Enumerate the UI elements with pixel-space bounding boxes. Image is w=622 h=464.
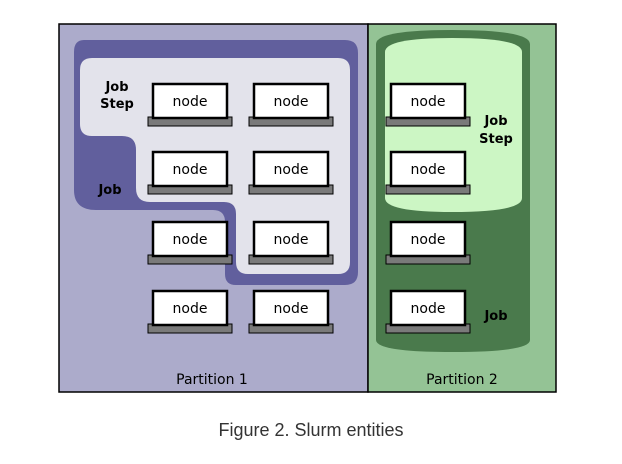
- node-4: node: [248, 150, 334, 195]
- node-screen: [252, 150, 330, 188]
- partition-1-job-step-label-line1: Job: [104, 80, 128, 95]
- node-label: node: [173, 301, 208, 317]
- partition-1-job-label: Job: [97, 183, 121, 198]
- node-screen: [389, 289, 467, 327]
- node-label: node: [411, 232, 446, 248]
- node-1: node: [147, 82, 233, 127]
- node-5: node: [147, 220, 233, 265]
- node-label: node: [411, 301, 446, 317]
- node-label: node: [173, 94, 208, 110]
- node-2: node: [248, 82, 334, 127]
- node-label: node: [274, 94, 309, 110]
- node-screen: [151, 150, 229, 188]
- node-screen: [389, 220, 467, 258]
- node-label: node: [411, 94, 446, 110]
- node-label: node: [411, 162, 446, 178]
- node-8: node: [248, 289, 334, 334]
- partition-1-job-step-label-line2: Step: [100, 97, 134, 112]
- partition-2-job-step-label-line2: Step: [479, 132, 513, 147]
- node-label: node: [274, 232, 309, 248]
- nodes: node node node node node node node node node node…: [147, 82, 471, 334]
- node-screen: [151, 289, 229, 327]
- node-7: node: [147, 289, 233, 334]
- partition-2-label: Partition 2: [426, 372, 498, 388]
- node-label: node: [274, 162, 309, 178]
- node-10: node: [385, 150, 471, 195]
- node-screen: [252, 289, 330, 327]
- node-screen: [252, 82, 330, 120]
- node-screen: [151, 82, 229, 120]
- partition-2-job-label: Job: [483, 309, 507, 324]
- partition-2-job-step-label-line1: Job: [483, 114, 507, 129]
- node-6: node: [248, 220, 334, 265]
- node-9: node: [385, 82, 471, 127]
- node-label: node: [173, 162, 208, 178]
- partition-1-label: Partition 1: [176, 372, 248, 388]
- node-label: node: [173, 232, 208, 248]
- node-3: node: [147, 150, 233, 195]
- node-12: node: [385, 289, 471, 334]
- node-screen: [252, 220, 330, 258]
- figure-caption: Figure 2. Slurm entities: [218, 420, 404, 440]
- node-screen: [389, 150, 467, 188]
- node-screen: [151, 220, 229, 258]
- node-label: node: [274, 301, 309, 317]
- node-11: node: [385, 220, 471, 265]
- node-screen: [389, 82, 467, 120]
